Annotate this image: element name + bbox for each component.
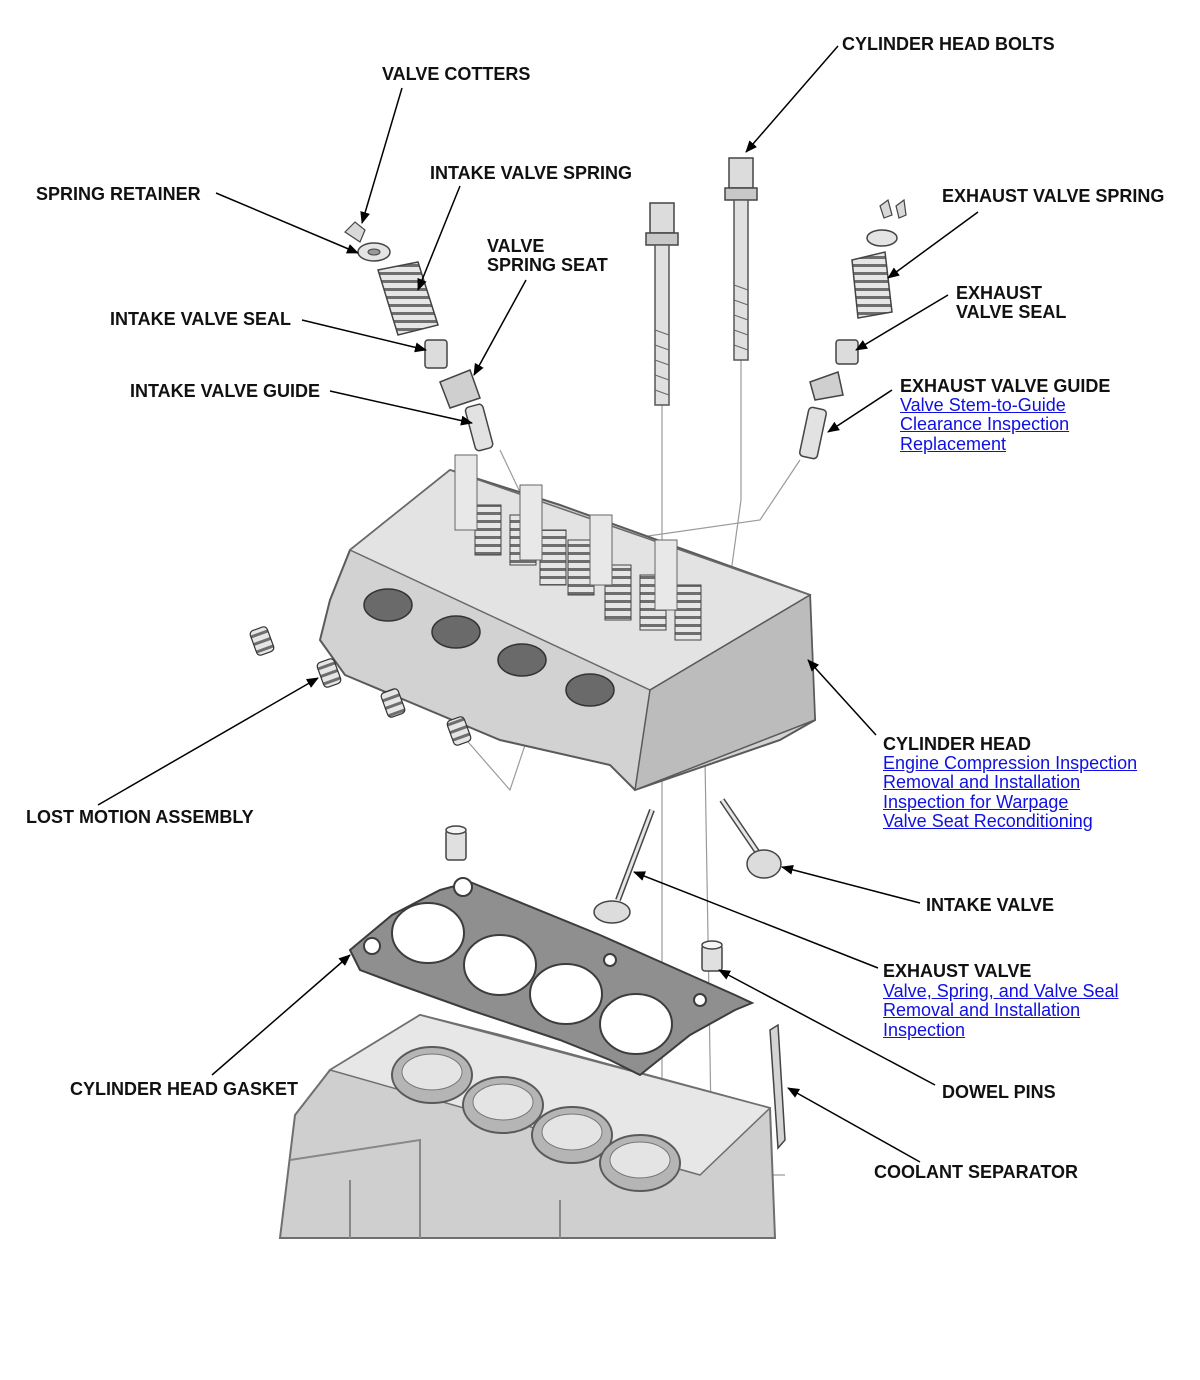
link-valve-inspection[interactable]: Inspection — [883, 1020, 966, 1040]
intake-valve-part — [719, 798, 782, 879]
label-exhaust-valve-seal-line1: EXHAUST — [956, 283, 1043, 303]
label-intake-valve-spring: INTAKE VALVE SPRING — [430, 163, 633, 183]
label-cylinder-head-gasket: CYLINDER HEAD GASKET — [70, 1079, 299, 1099]
label-intake-valve: INTAKE VALVE — [926, 895, 1055, 915]
leader-lines — [97, 45, 979, 1163]
label-exhaust-valve: EXHAUST VALVE — [883, 961, 1032, 981]
link-head-removal-installation[interactable]: Removal and Installation — [883, 772, 1081, 792]
label-exhaust-valve-seal-line2: VALVE SEAL — [956, 302, 1067, 322]
link-clearance-inspection[interactable]: Clearance Inspection — [900, 414, 1070, 434]
intake-valve-train-parts — [344, 221, 494, 452]
link-valve-stem-to-guide[interactable]: Valve Stem-to-Guide — [900, 395, 1066, 415]
lost-motion-assembly-parts — [249, 626, 472, 746]
label-coolant-separator: COOLANT SEPARATOR — [874, 1162, 1079, 1182]
cylinder-head-gasket — [348, 877, 755, 1077]
label-valve-spring-seat-line1: VALVE — [487, 236, 545, 256]
label-cylinder-head-bolts: CYLINDER HEAD BOLTS — [842, 34, 1055, 54]
link-valve-seat-reconditioning[interactable]: Valve Seat Reconditioning — [883, 811, 1093, 831]
label-valve-cotters: VALVE COTTERS — [382, 64, 531, 84]
label-spring-retainer: SPRING RETAINER — [36, 184, 201, 204]
label-lost-motion-assembly: LOST MOTION ASSEMBLY — [26, 807, 254, 827]
label-dowel-pins: DOWEL PINS — [942, 1082, 1056, 1102]
label-cylinder-head: CYLINDER HEAD — [883, 734, 1032, 754]
link-valve-removal-installation[interactable]: Removal and Installation — [883, 1000, 1081, 1020]
coolant-separator — [769, 1023, 786, 1150]
label-intake-valve-seal: INTAKE VALVE SEAL — [110, 309, 292, 329]
link-valve-spring-seal[interactable]: Valve, Spring, and Valve Seal — [883, 981, 1119, 1001]
exhaust-valve-train-parts — [798, 198, 907, 460]
label-intake-valve-guide: INTAKE VALVE GUIDE — [130, 381, 321, 401]
engine-block — [278, 1013, 777, 1239]
cylinder-head-body — [318, 454, 817, 792]
exhaust-valve-part — [593, 808, 655, 924]
dowel-pin-right — [701, 940, 723, 972]
link-inspection-for-warpage[interactable]: Inspection for Warpage — [883, 792, 1069, 812]
link-guide-replacement[interactable]: Replacement — [900, 434, 1007, 454]
link-engine-compression-inspection[interactable]: Engine Compression Inspection — [883, 753, 1138, 773]
cylinder-head-bolt-left — [645, 202, 679, 406]
label-valve-spring-seat-line2: SPRING SEAT — [487, 255, 608, 275]
cylinder-head-bolt-right — [724, 157, 758, 361]
label-exhaust-valve-guide: EXHAUST VALVE GUIDE — [900, 376, 1111, 396]
dowel-pin-left — [445, 825, 467, 861]
label-exhaust-valve-spring: EXHAUST VALVE SPRING — [942, 186, 1165, 206]
